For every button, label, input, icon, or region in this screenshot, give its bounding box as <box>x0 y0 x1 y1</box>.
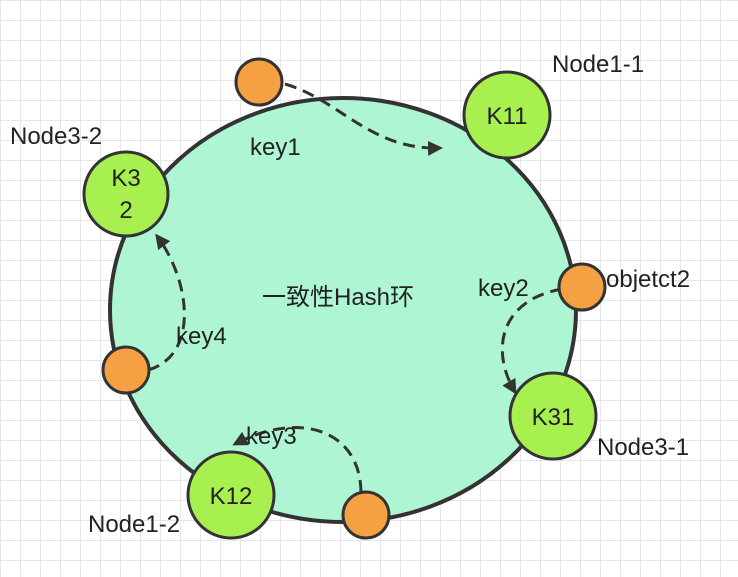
node-k12-caption: Node1-2 <box>88 511 180 538</box>
arrow-objetct2-to-k31 <box>500 287 563 395</box>
node-k11: K11 <box>462 70 552 160</box>
node-k32: K3 2 <box>82 150 170 238</box>
node-k11-caption: Node1-1 <box>552 51 644 78</box>
key3-dot <box>341 490 391 540</box>
key4-dot <box>101 345 151 395</box>
svg-text:2: 2 <box>119 197 132 224</box>
arrow-key1-to-k11 <box>284 82 443 156</box>
svg-text:K3: K3 <box>111 165 140 192</box>
svg-text:K12: K12 <box>210 483 253 510</box>
arrow-key4-to-k32 <box>147 233 186 372</box>
node-k31-caption: Node3-1 <box>597 434 689 461</box>
key4-label: key4 <box>176 323 227 350</box>
objetct2-label: objetct2 <box>606 266 690 293</box>
key1-dot <box>234 57 284 107</box>
key2-label: key2 <box>478 275 529 302</box>
node-k31: K31 <box>508 371 598 461</box>
svg-text:K31: K31 <box>532 404 575 431</box>
node-k12: K12 <box>186 450 276 540</box>
key3-label: key3 <box>246 423 297 450</box>
key1-label: key1 <box>250 134 301 161</box>
objetct2-dot <box>557 262 607 312</box>
ring-label: 一致性Hash环 <box>262 284 414 311</box>
node-k32-caption: Node3-2 <box>10 123 102 150</box>
arrow-key3-to-k12 <box>232 426 363 493</box>
svg-text:K11: K11 <box>487 103 528 130</box>
